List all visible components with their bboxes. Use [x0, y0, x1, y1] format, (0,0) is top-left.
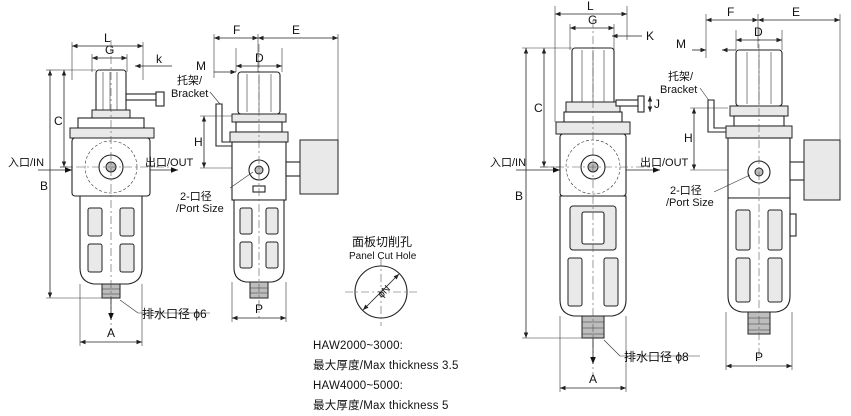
dim-c-label: C: [54, 114, 63, 128]
panel-cut-hole: 面板切削孔 Panel Cut Hole ϕN: [345, 235, 417, 326]
dim-h-label-2: H: [684, 131, 693, 145]
dim-d-label-2: D: [754, 25, 763, 39]
note-thickness-2: 最大厚度/Max thickness 5: [313, 398, 449, 412]
right-side-view: F E D M 托架/ Bracket: [660, 5, 841, 370]
dim-l-label-2: L: [587, 0, 594, 13]
left-outlet-label: 出口/OUT: [145, 155, 194, 169]
left-side-view: F E D M 托架/ Bracket: [171, 23, 339, 322]
panel-title-en: Panel Cut Hole: [349, 251, 417, 262]
note-range-1: HAW2000~3000:: [313, 340, 403, 352]
left-port-en: /Port Size: [176, 203, 224, 215]
left-drain-label: 排水口径 ϕ6: [142, 307, 207, 321]
dim-f-label-2: F: [727, 5, 734, 19]
thickness-notes: HAW2000~3000: 最大厚度/Max thickness 3.5 HAW…: [313, 340, 459, 412]
left-bracket-cn: 托架/: [177, 73, 203, 87]
note-thickness-1: 最大厚度/Max thickness 3.5: [313, 358, 459, 372]
dim-h-label: H: [194, 135, 203, 149]
dim-a-label: A: [107, 326, 115, 340]
panel-title-cn: 面板切削孔: [352, 235, 412, 249]
dim-k2-label: K: [646, 29, 654, 43]
note-range-2: HAW4000~5000:: [313, 380, 403, 392]
right-port-en: /Port Size: [666, 197, 714, 209]
dim-e-label: E: [292, 23, 300, 37]
right-port-cn: 2-口径: [670, 184, 702, 197]
dim-a-label-2: A: [589, 372, 597, 386]
dim-m-label: M: [196, 59, 206, 73]
dim-p-label-2: P: [755, 350, 763, 364]
left-port-cn: 2-口径: [180, 190, 212, 203]
left-front-view: L G k: [8, 31, 210, 346]
right-front-view: L G K J: [490, 0, 700, 392]
dim-k-label: k: [156, 52, 163, 66]
dim-g-label: G: [105, 43, 114, 57]
dim-p-label: P: [255, 302, 263, 316]
right-bracket-en: Bracket: [660, 84, 697, 96]
dim-b-label: B: [40, 179, 48, 193]
dim-d-label: D: [255, 51, 264, 65]
dim-c-label-2: C: [534, 101, 543, 115]
right-outlet-label: 出口/OUT: [640, 155, 689, 169]
dim-g-label-2: G: [588, 13, 597, 27]
dim-e-label-2: E: [792, 5, 800, 19]
dim-m-label-2: M: [676, 37, 686, 51]
dim-j-label: J: [654, 97, 660, 111]
dim-l-label: L: [104, 31, 111, 45]
left-bracket-en: Bracket: [171, 88, 208, 100]
right-inlet-label: 入口/IN: [490, 157, 526, 169]
dim-b-label-2: B: [515, 189, 523, 203]
dim-f-label: F: [233, 23, 240, 37]
right-bracket-cn: 托架/: [668, 69, 694, 83]
left-inlet-label: 入口/IN: [8, 157, 44, 169]
right-drain-label: 排水口径 ϕ8: [624, 350, 689, 364]
